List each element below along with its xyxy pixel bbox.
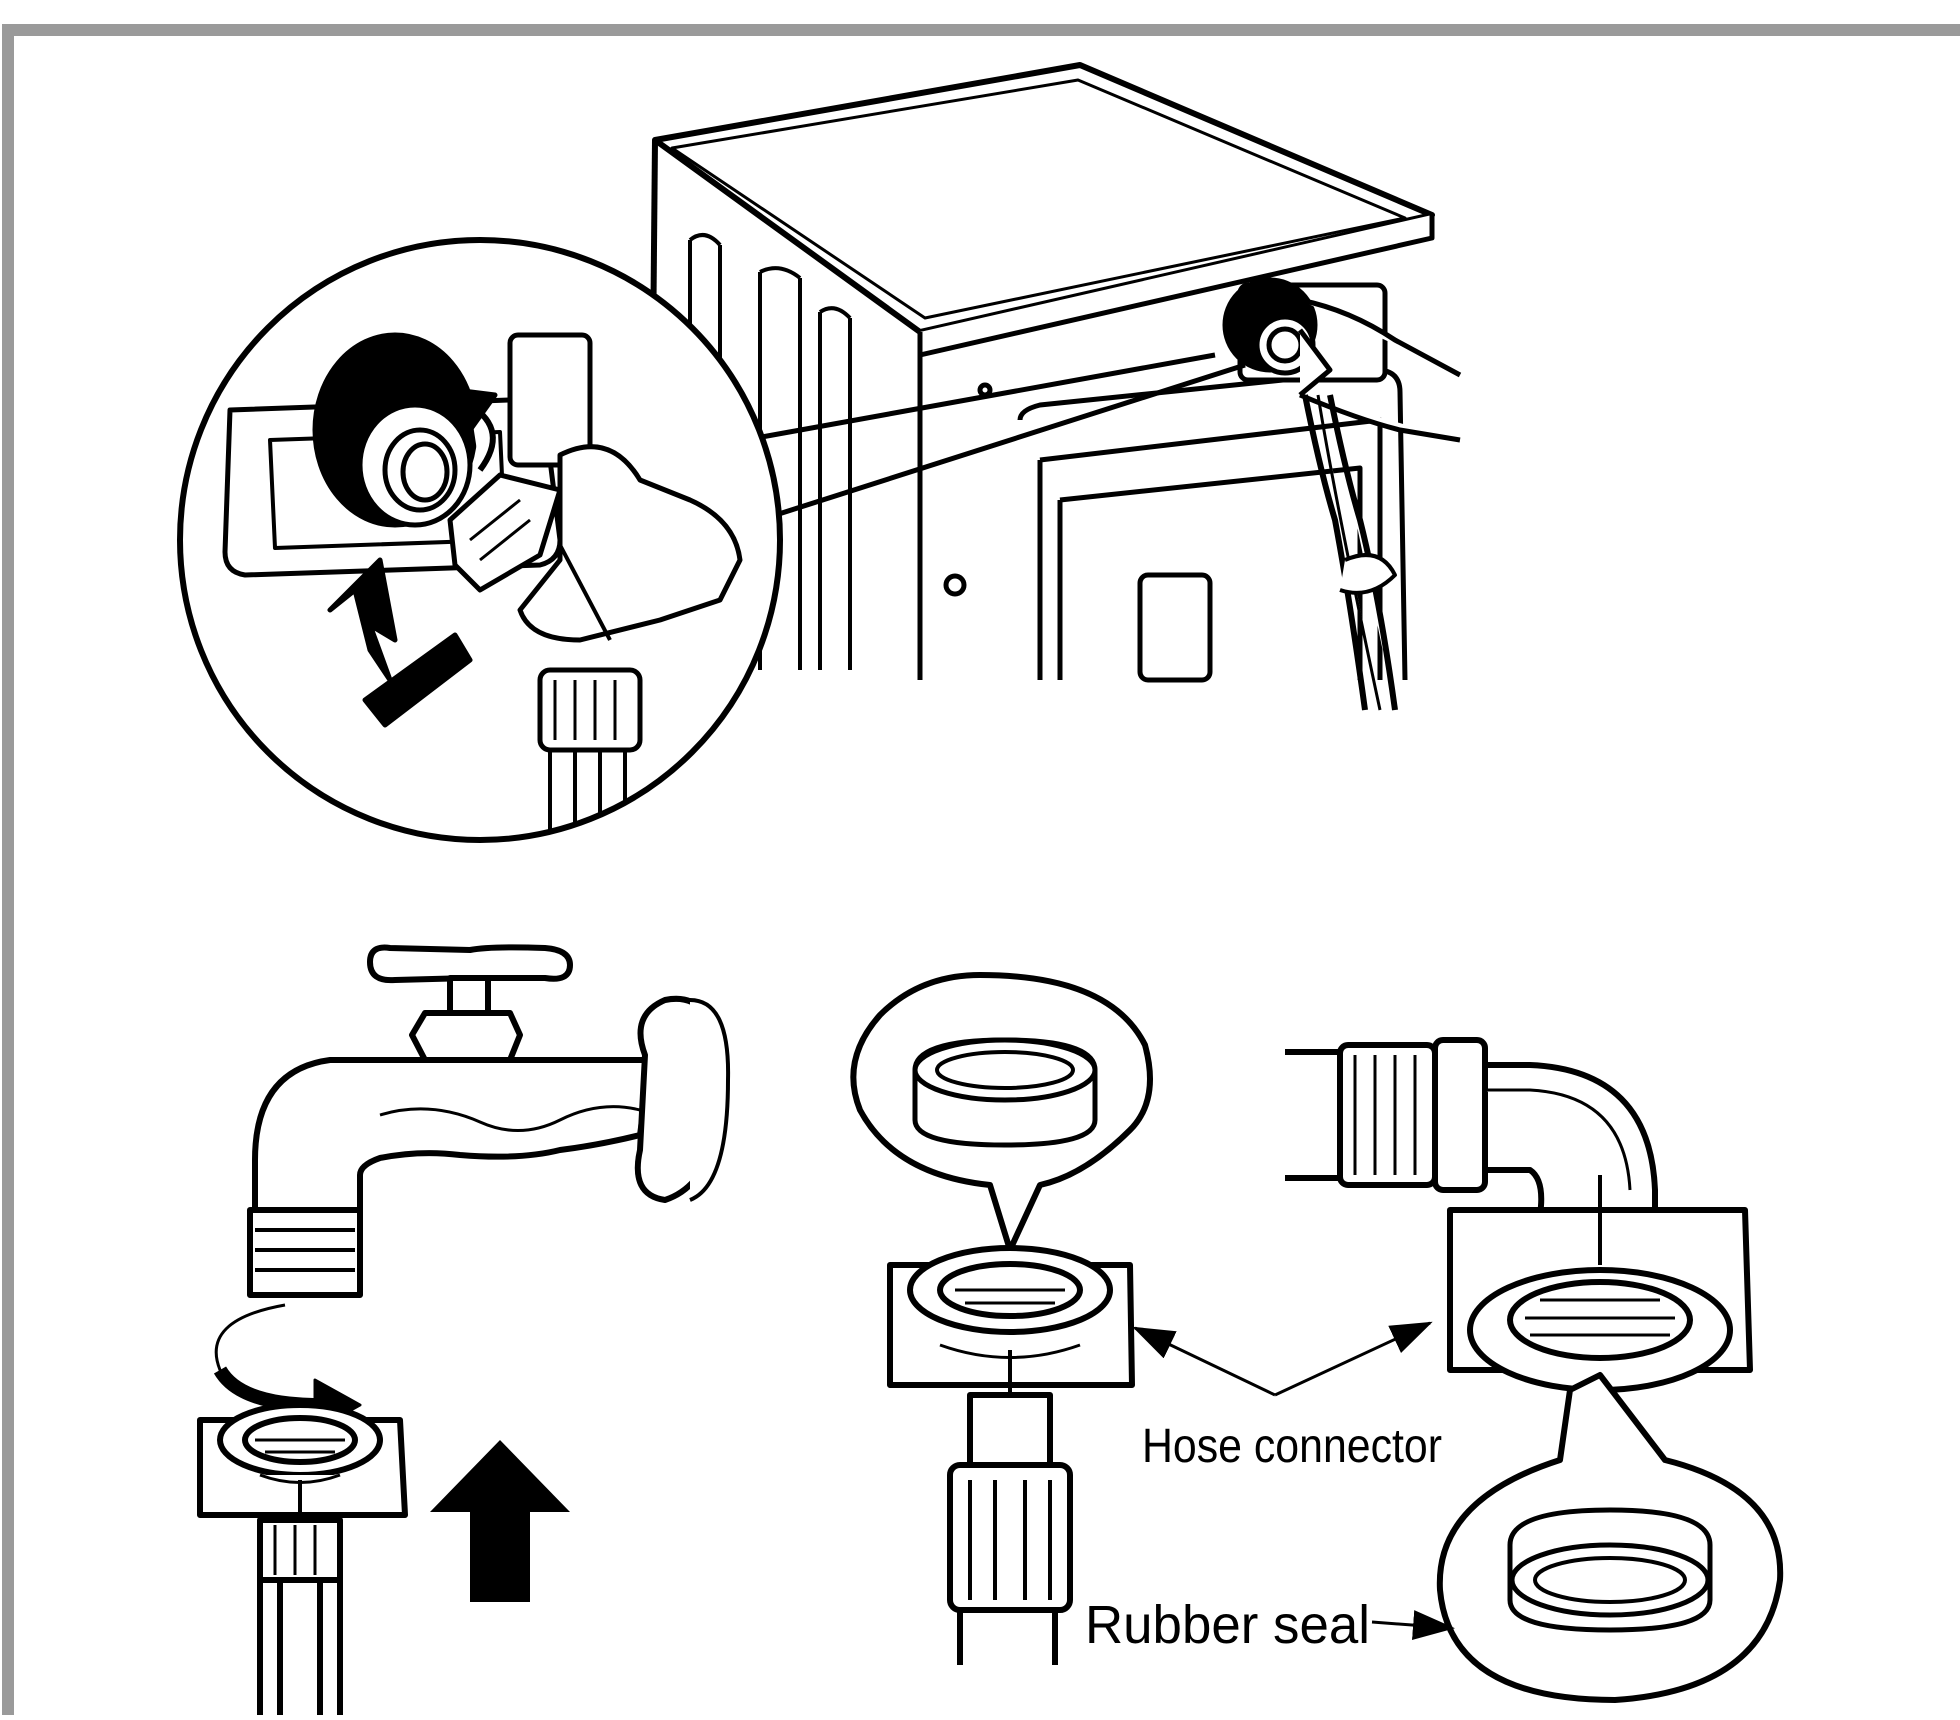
faucet-illustration [197, 944, 731, 1715]
rubber-seal-label: Rubber seal [1085, 1595, 1370, 1655]
washer-back-illustration [647, 62, 1462, 711]
hose-connector-label: Hose connector [1142, 1420, 1442, 1473]
zoom-circle [177, 237, 783, 843]
zoom-callout-lines [744, 352, 1246, 523]
up-arrow-icon [430, 1440, 570, 1602]
hose-connector-right [1285, 1037, 1784, 1703]
hose-connector-left [850, 972, 1153, 1665]
label-leaders [1132, 1321, 1455, 1641]
